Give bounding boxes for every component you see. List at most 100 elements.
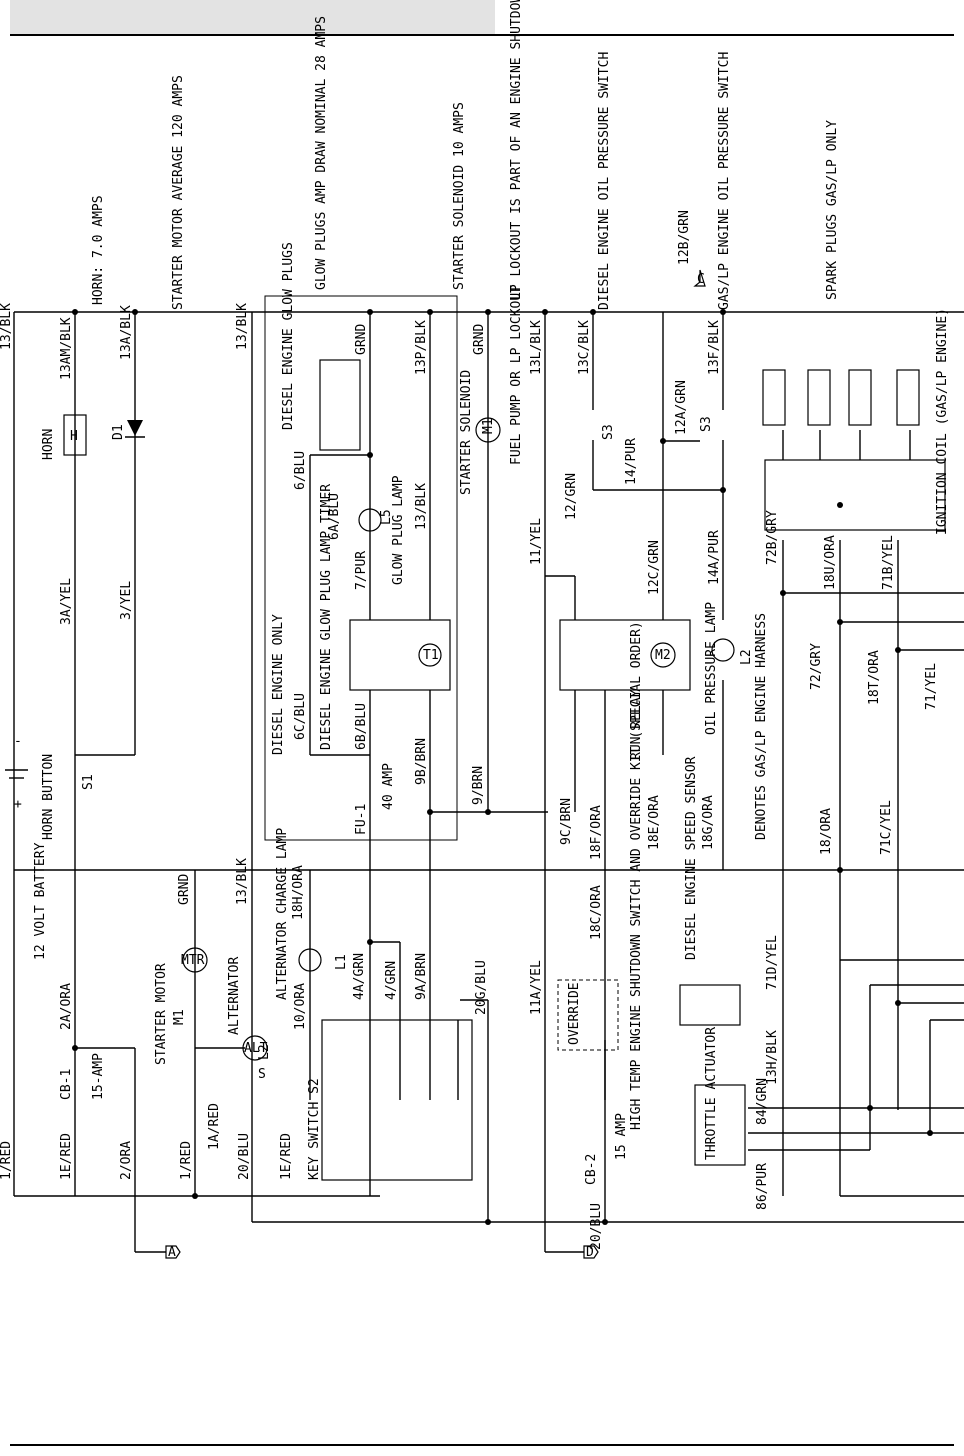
ground-label: GRND	[177, 874, 192, 905]
connector-d-icon	[583, 1245, 599, 1259]
wire-label: 13C/BLK	[577, 320, 592, 375]
wire-label: 18H/ORA	[291, 865, 306, 920]
throttle-label: THROTTLE ACTUATOR	[704, 1027, 719, 1160]
wire-label: 71C/YEL	[879, 800, 894, 855]
junctions	[72, 309, 933, 1225]
spark-plugs-label: SPARK PLUGS GAS/LP ONLY	[825, 120, 840, 300]
wire-label: 4A/GRN	[352, 953, 367, 1000]
wire-label: 14/PUR	[624, 438, 639, 485]
diesel-only-label: DIESEL ENGINE ONLY	[271, 614, 286, 755]
starter-motor-icon	[182, 947, 208, 973]
lp-lockout-label: LP LOCKOUT IS PART OF AN ENGINE SHUTDOWN…	[509, 0, 524, 300]
glow-plugs-title: DIESEL ENGINE GLOW PLUGS	[281, 242, 296, 430]
cb2-rating: 15 AMP	[614, 1113, 629, 1160]
relay-coil-icon	[650, 642, 676, 668]
connector-a-icon	[165, 1245, 181, 1259]
connector-c-icon	[693, 269, 706, 287]
ground-label: GRND	[472, 324, 487, 355]
gas-oil-switch-label: GAS/LP ENGINE OIL PRESSURE SWITCH	[717, 52, 732, 310]
solenoid-icon	[475, 417, 501, 443]
wire-label: 13AM/BLK	[59, 317, 74, 380]
wire-label: 10/ORA	[293, 983, 308, 1030]
wire-label: 9A/BRN	[414, 953, 429, 1000]
wire-label: 2A/ORA	[59, 983, 74, 1030]
spark-plug-icon	[896, 369, 920, 426]
alt-label: ALT	[244, 1041, 268, 1056]
wire-label: 13/BLK	[235, 303, 250, 350]
fuse-ref: FU-1	[354, 804, 369, 835]
oil-lamp-label: OIL PRESSURE LAMP	[704, 602, 719, 735]
wire-label: 13/BLK	[235, 858, 250, 905]
wire-label: 4/GRN	[384, 961, 399, 1000]
oil-lamp-ref: L2	[739, 649, 754, 665]
wire-label: 3A/YEL	[59, 578, 74, 625]
wire-label: 72/GRY	[809, 643, 824, 690]
solenoid-ref: M1	[481, 418, 496, 434]
horn-label: HORN	[41, 429, 56, 460]
wire-label: 18C/ORA	[589, 885, 604, 940]
diesel-oil-switch-label: DIESEL ENGINE OIL PRESSURE SWITCH	[597, 52, 612, 310]
glow-lamp-label: GLOW PLUG LAMP	[391, 475, 406, 585]
ignition-coil-label: IGNITION COIL (GAS/LP ENGINE)	[935, 308, 950, 535]
wire-label: 9B/BRN	[414, 738, 429, 785]
connector-c-label: C	[697, 272, 705, 287]
horn-icon	[63, 414, 87, 456]
wire-label: 7/PUR	[354, 551, 369, 590]
fuse-rating: 40 AMP	[381, 763, 396, 810]
key-switch-box	[321, 1019, 473, 1181]
battery-label: 12 VOLT BATTERY	[33, 842, 48, 960]
glow-timer-box	[349, 619, 451, 691]
wire-label: 13H/BLK	[765, 1030, 780, 1085]
wire-label: 18G/ORA	[701, 795, 716, 850]
connector-d-label: D	[586, 1245, 594, 1260]
diode-label: D1	[111, 424, 126, 440]
high-temp-label: HIGH TEMP ENGINE SHUTDOWN SWITCH AND OVE…	[629, 621, 644, 1130]
timer-ref: T1	[423, 648, 439, 663]
wire-label: 18/ORA	[819, 808, 834, 855]
wire-label: 9C/BRN	[559, 798, 574, 845]
labels: 12 VOLT BATTERY 13/BLK HORN: 7.0 AMPS 13…	[0, 0, 950, 1250]
wire-label: 13/BLK	[0, 303, 14, 350]
wire-label: 12/GRN	[564, 473, 579, 520]
timer-icon	[418, 643, 442, 667]
wire-label: 1A/RED	[207, 1103, 222, 1150]
wire-label: 13A/BLK	[119, 305, 134, 360]
wire-label: 14A/PUR	[707, 530, 722, 585]
wire-label: 13F/BLK	[707, 320, 722, 375]
speed-sensor-body	[679, 984, 741, 1026]
spark-plug-icon	[807, 369, 831, 426]
header-tab	[10, 0, 495, 34]
wires	[13, 311, 964, 1253]
ground-label: GRND	[354, 324, 369, 355]
glow-plugs-label: GLOW PLUGS AMP DRAW NOMINAL 28 AMPS	[314, 16, 329, 290]
wire-label: 12A/GRN	[674, 380, 689, 435]
battery-minus: -	[14, 734, 22, 749]
wire-label: 6C/BLU	[293, 693, 308, 740]
starter-motor-title: STARTER MOTOR	[154, 963, 169, 1065]
diode-icon	[127, 420, 143, 436]
override-label: OVERRIDE	[567, 982, 582, 1045]
solenoid-label: STARTER SOLENOID 10 AMPS	[452, 102, 467, 290]
glow-timer-label: DIESEL ENGINE GLOW PLUG LAMP TIMER	[319, 484, 334, 750]
spark-plug-icon	[762, 369, 786, 426]
alternator-title: ALTERNATOR	[227, 957, 242, 1035]
wire-label: 2/ORA	[119, 1141, 134, 1180]
wire-label: 18E/ORA	[647, 795, 662, 850]
cb2-ref: CB-2	[584, 1154, 599, 1185]
component-boxes	[264, 295, 946, 1181]
wire-label: 13/BLK	[414, 483, 429, 530]
run-relay-box	[559, 619, 691, 691]
wire-label: 11/YEL	[529, 518, 544, 565]
throttle-box	[694, 1084, 746, 1166]
wire-label: 1E/RED	[279, 1133, 294, 1180]
wire-label: 12C/GRN	[647, 540, 662, 595]
solenoid-title: STARTER SOLENOID	[459, 370, 474, 495]
glow-lamp-ref: L5	[379, 509, 394, 525]
wire-label: 84/GRN	[755, 1078, 770, 1125]
wire-label: 1/RED	[179, 1141, 194, 1180]
wire-label: 13P/BLK	[414, 320, 429, 375]
cb1-rating: 15-AMP	[91, 1053, 106, 1100]
speed-sensor-label: DIESEL ENGINE SPEED SENSOR	[684, 756, 699, 960]
switch-label: S1	[81, 774, 96, 790]
